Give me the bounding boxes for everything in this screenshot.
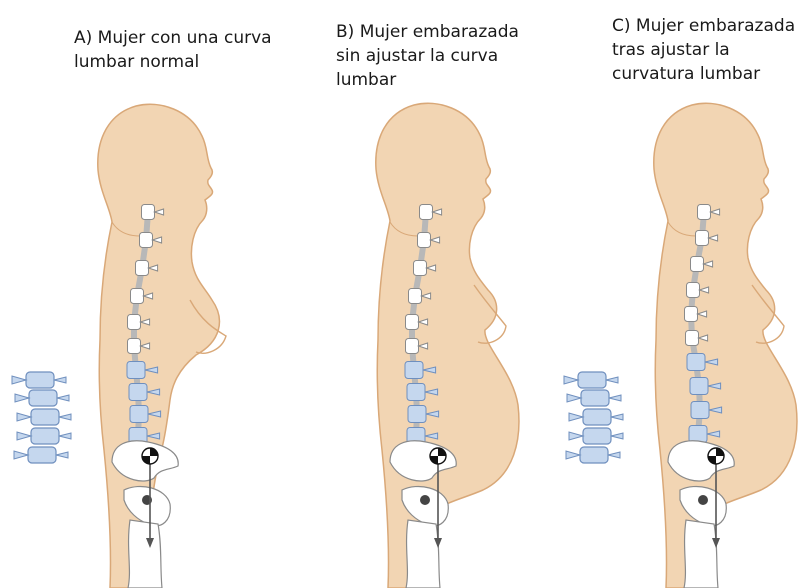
center-of-gravity-icon <box>708 448 724 464</box>
thoracic-vertebra <box>406 315 419 330</box>
thoracic-vertebra <box>686 331 699 346</box>
inset-vertebra-body <box>26 372 54 388</box>
thoracic-vertebra <box>142 205 155 220</box>
inset-vertebra-body <box>29 390 57 406</box>
inset-vertebra-facet <box>609 395 621 401</box>
inset-vertebra-process <box>12 376 26 384</box>
lumbar-vertebra <box>130 406 148 423</box>
inset-vertebra-facet <box>56 452 68 458</box>
thoracic-vertebra <box>128 339 141 354</box>
inset-vertebra-body <box>31 409 59 425</box>
femur <box>406 520 440 588</box>
inset-vertebra-process <box>566 451 580 459</box>
inset-vertebra-facet <box>608 452 620 458</box>
inset-vertebra-body <box>31 428 59 444</box>
thoracic-vertebra <box>128 315 141 330</box>
inset-vertebra-process <box>569 432 583 440</box>
inset-vertebra-body <box>583 409 611 425</box>
inset-vertebra-process <box>567 394 581 402</box>
inset-vertebra-body <box>580 447 608 463</box>
thoracic-vertebra <box>136 261 149 276</box>
inset-vertebra-process <box>14 451 28 459</box>
inset-vertebra-body <box>583 428 611 444</box>
inset-vertebra-process <box>15 394 29 402</box>
lumbar-vertebra <box>691 402 709 419</box>
inset-vertebra-body <box>578 372 606 388</box>
inset-vertebra-facet <box>54 377 66 383</box>
thoracic-vertebra <box>414 261 427 276</box>
thoracic-vertebra <box>698 205 711 220</box>
inset-vertebra-facet <box>57 395 69 401</box>
inset-vertebra-process <box>569 413 583 421</box>
inset-vertebra-process <box>564 376 578 384</box>
lumbar-vertebra <box>405 362 423 379</box>
lumbar-vertebra <box>127 362 145 379</box>
inset-vertebra-body <box>581 390 609 406</box>
thoracic-vertebra <box>131 289 144 304</box>
inset-vertebra-facet <box>611 433 623 439</box>
inset-vertebra-facet <box>59 414 71 420</box>
center-of-gravity-icon <box>430 448 446 464</box>
lumbar-vertebra <box>687 354 705 371</box>
lumbar-vertebra <box>408 406 426 423</box>
inset-vertebra-process <box>17 432 31 440</box>
thoracic-vertebra <box>696 231 709 246</box>
thoracic-vertebra <box>140 233 153 248</box>
inset-vertebra-facet <box>611 414 623 420</box>
inset-vertebra-facet <box>59 433 71 439</box>
hip-joint-center <box>420 495 430 505</box>
thoracic-vertebra <box>420 205 433 220</box>
thoracic-vertebra <box>685 307 698 322</box>
figure-c <box>564 103 797 588</box>
lumbar-vertebra <box>407 384 425 401</box>
thoracic-vertebra <box>406 339 419 354</box>
figure-b <box>376 103 519 588</box>
center-of-gravity-icon <box>142 448 158 464</box>
femur <box>128 520 162 588</box>
thoracic-vertebra <box>418 233 431 248</box>
lumbar-vertebrae-icon <box>12 372 71 463</box>
inset-vertebra-facet <box>606 377 618 383</box>
thoracic-vertebra <box>691 257 704 272</box>
figure-a <box>12 104 226 588</box>
thoracic-vertebra <box>687 283 700 298</box>
hip-joint-center <box>698 495 708 505</box>
lumbar-vertebrae-icon <box>564 372 623 463</box>
thoracic-vertebra <box>409 289 422 304</box>
inset-vertebra-process <box>17 413 31 421</box>
femur <box>684 520 718 588</box>
lumbar-vertebra <box>129 384 147 401</box>
inset-vertebra-body <box>28 447 56 463</box>
lumbar-vertebra <box>690 378 708 395</box>
lumbar-vertebra <box>689 426 707 443</box>
